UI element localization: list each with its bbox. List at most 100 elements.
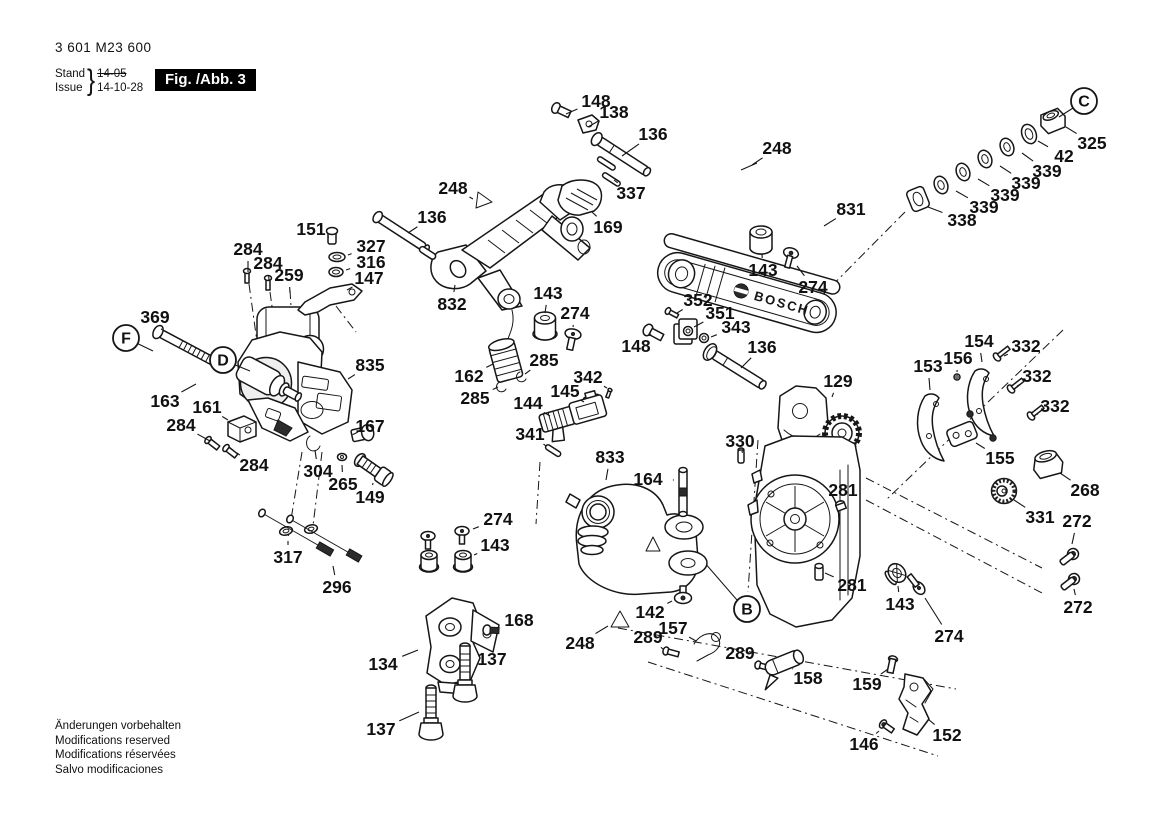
part-label-835: 835 [355, 355, 384, 375]
part-835-housing [152, 226, 394, 563]
part-label-159: 159 [852, 674, 881, 694]
part-label-284: 284 [233, 239, 262, 259]
part-label-152: 152 [932, 725, 961, 745]
part-label-281: 281 [828, 480, 857, 500]
leader-line [1003, 353, 1009, 357]
right-small-parts [878, 345, 1081, 736]
leader-line [667, 600, 673, 604]
part-label-162: 162 [454, 366, 483, 386]
leader-line [137, 343, 154, 352]
leader-line [197, 433, 211, 442]
leader-line [352, 431, 359, 436]
leader-line [648, 333, 652, 337]
leader-line [1037, 140, 1049, 148]
part-label-153: 153 [913, 356, 942, 376]
leader-line [160, 328, 163, 331]
bushing-143-top [749, 225, 773, 255]
leader-line [486, 363, 494, 368]
part-label-284: 284 [239, 455, 268, 475]
washer-chain [905, 107, 1066, 213]
part-label-167: 167 [355, 416, 384, 436]
footer-note: Änderungen vorbehalten [55, 720, 181, 732]
leader-line [927, 718, 935, 725]
reference-letter-D: D [217, 353, 229, 370]
part-label-143: 143 [748, 260, 777, 280]
leader-line [740, 357, 752, 369]
part-label-136: 136 [417, 207, 446, 227]
leader-line [975, 442, 986, 449]
part-label-151: 151 [296, 219, 325, 239]
leader-line [347, 253, 352, 256]
leader-line [492, 386, 499, 391]
leader-line [222, 416, 229, 421]
leader-line [346, 286, 353, 291]
leader-line [544, 304, 547, 314]
part-label-143: 143 [480, 535, 509, 555]
leader-line [543, 411, 551, 417]
leader-line [473, 552, 478, 556]
part-label-274: 274 [483, 509, 512, 529]
pin-136-right [702, 343, 767, 390]
part-label-158: 158 [793, 668, 822, 688]
plate-155 [946, 420, 978, 448]
part-label-143: 143 [885, 594, 914, 614]
part-label-154: 154 [964, 331, 993, 351]
reference-letter-C: C [1078, 94, 1090, 111]
part-351 [673, 318, 698, 345]
part-163 [235, 356, 303, 402]
part-label-317: 317 [273, 547, 302, 567]
part-label-272: 272 [1062, 511, 1091, 531]
part-label-339: 339 [1032, 161, 1061, 181]
part-label-136: 136 [638, 124, 667, 144]
footer-note: Modifications réservées [55, 749, 176, 761]
part-label-274: 274 [798, 277, 827, 297]
part-label-296: 296 [322, 577, 351, 597]
leader-line [660, 646, 664, 650]
part-label-332: 332 [1022, 366, 1051, 386]
leader-line [613, 179, 619, 184]
part-label-832: 832 [437, 294, 466, 314]
bolt-137-left [418, 684, 444, 741]
part-label-248: 248 [565, 633, 594, 653]
part-label-325: 325 [1077, 133, 1106, 153]
leader-line [688, 636, 697, 642]
screw-151 [325, 226, 339, 245]
part-label-265: 265 [328, 474, 357, 494]
leader-line [565, 108, 578, 115]
bushing-143-center [532, 311, 558, 341]
leader-line [1021, 152, 1034, 162]
part-label-134: 134 [368, 654, 397, 674]
leader-line [595, 625, 609, 635]
issue-label: Issue [55, 82, 83, 94]
bolt-149 [353, 452, 394, 488]
part-label-274: 274 [934, 626, 963, 646]
leader-line [1016, 384, 1020, 387]
figure-label: Fig. /Abb. 3 [155, 69, 256, 91]
part-label-248: 248 [438, 178, 467, 198]
leader-line [543, 443, 547, 447]
nut-268 [1033, 449, 1064, 480]
leader-line [399, 711, 420, 722]
leader-line [924, 597, 943, 625]
part-label-169: 169 [593, 217, 622, 237]
part-label-285: 285 [529, 350, 558, 370]
part-label-327: 327 [356, 236, 385, 256]
reference-letter-B: B [741, 602, 753, 619]
part-label-284: 284 [166, 415, 195, 435]
leader-line [524, 369, 531, 375]
nut-325 [1040, 107, 1066, 135]
part-label-352: 352 [683, 290, 712, 310]
leader-line [1065, 126, 1077, 135]
part-label-137: 137 [477, 649, 506, 669]
lever-147 [297, 283, 363, 316]
leader-line [621, 143, 640, 157]
part-label-248: 248 [762, 138, 791, 158]
part-label-129: 129 [823, 371, 852, 391]
part-label-304: 304 [303, 461, 332, 481]
leader-line [314, 449, 317, 460]
leader-line [469, 196, 474, 200]
leader-line [472, 526, 479, 530]
part-label-289: 289 [633, 627, 662, 647]
screw-274-top [782, 247, 800, 269]
